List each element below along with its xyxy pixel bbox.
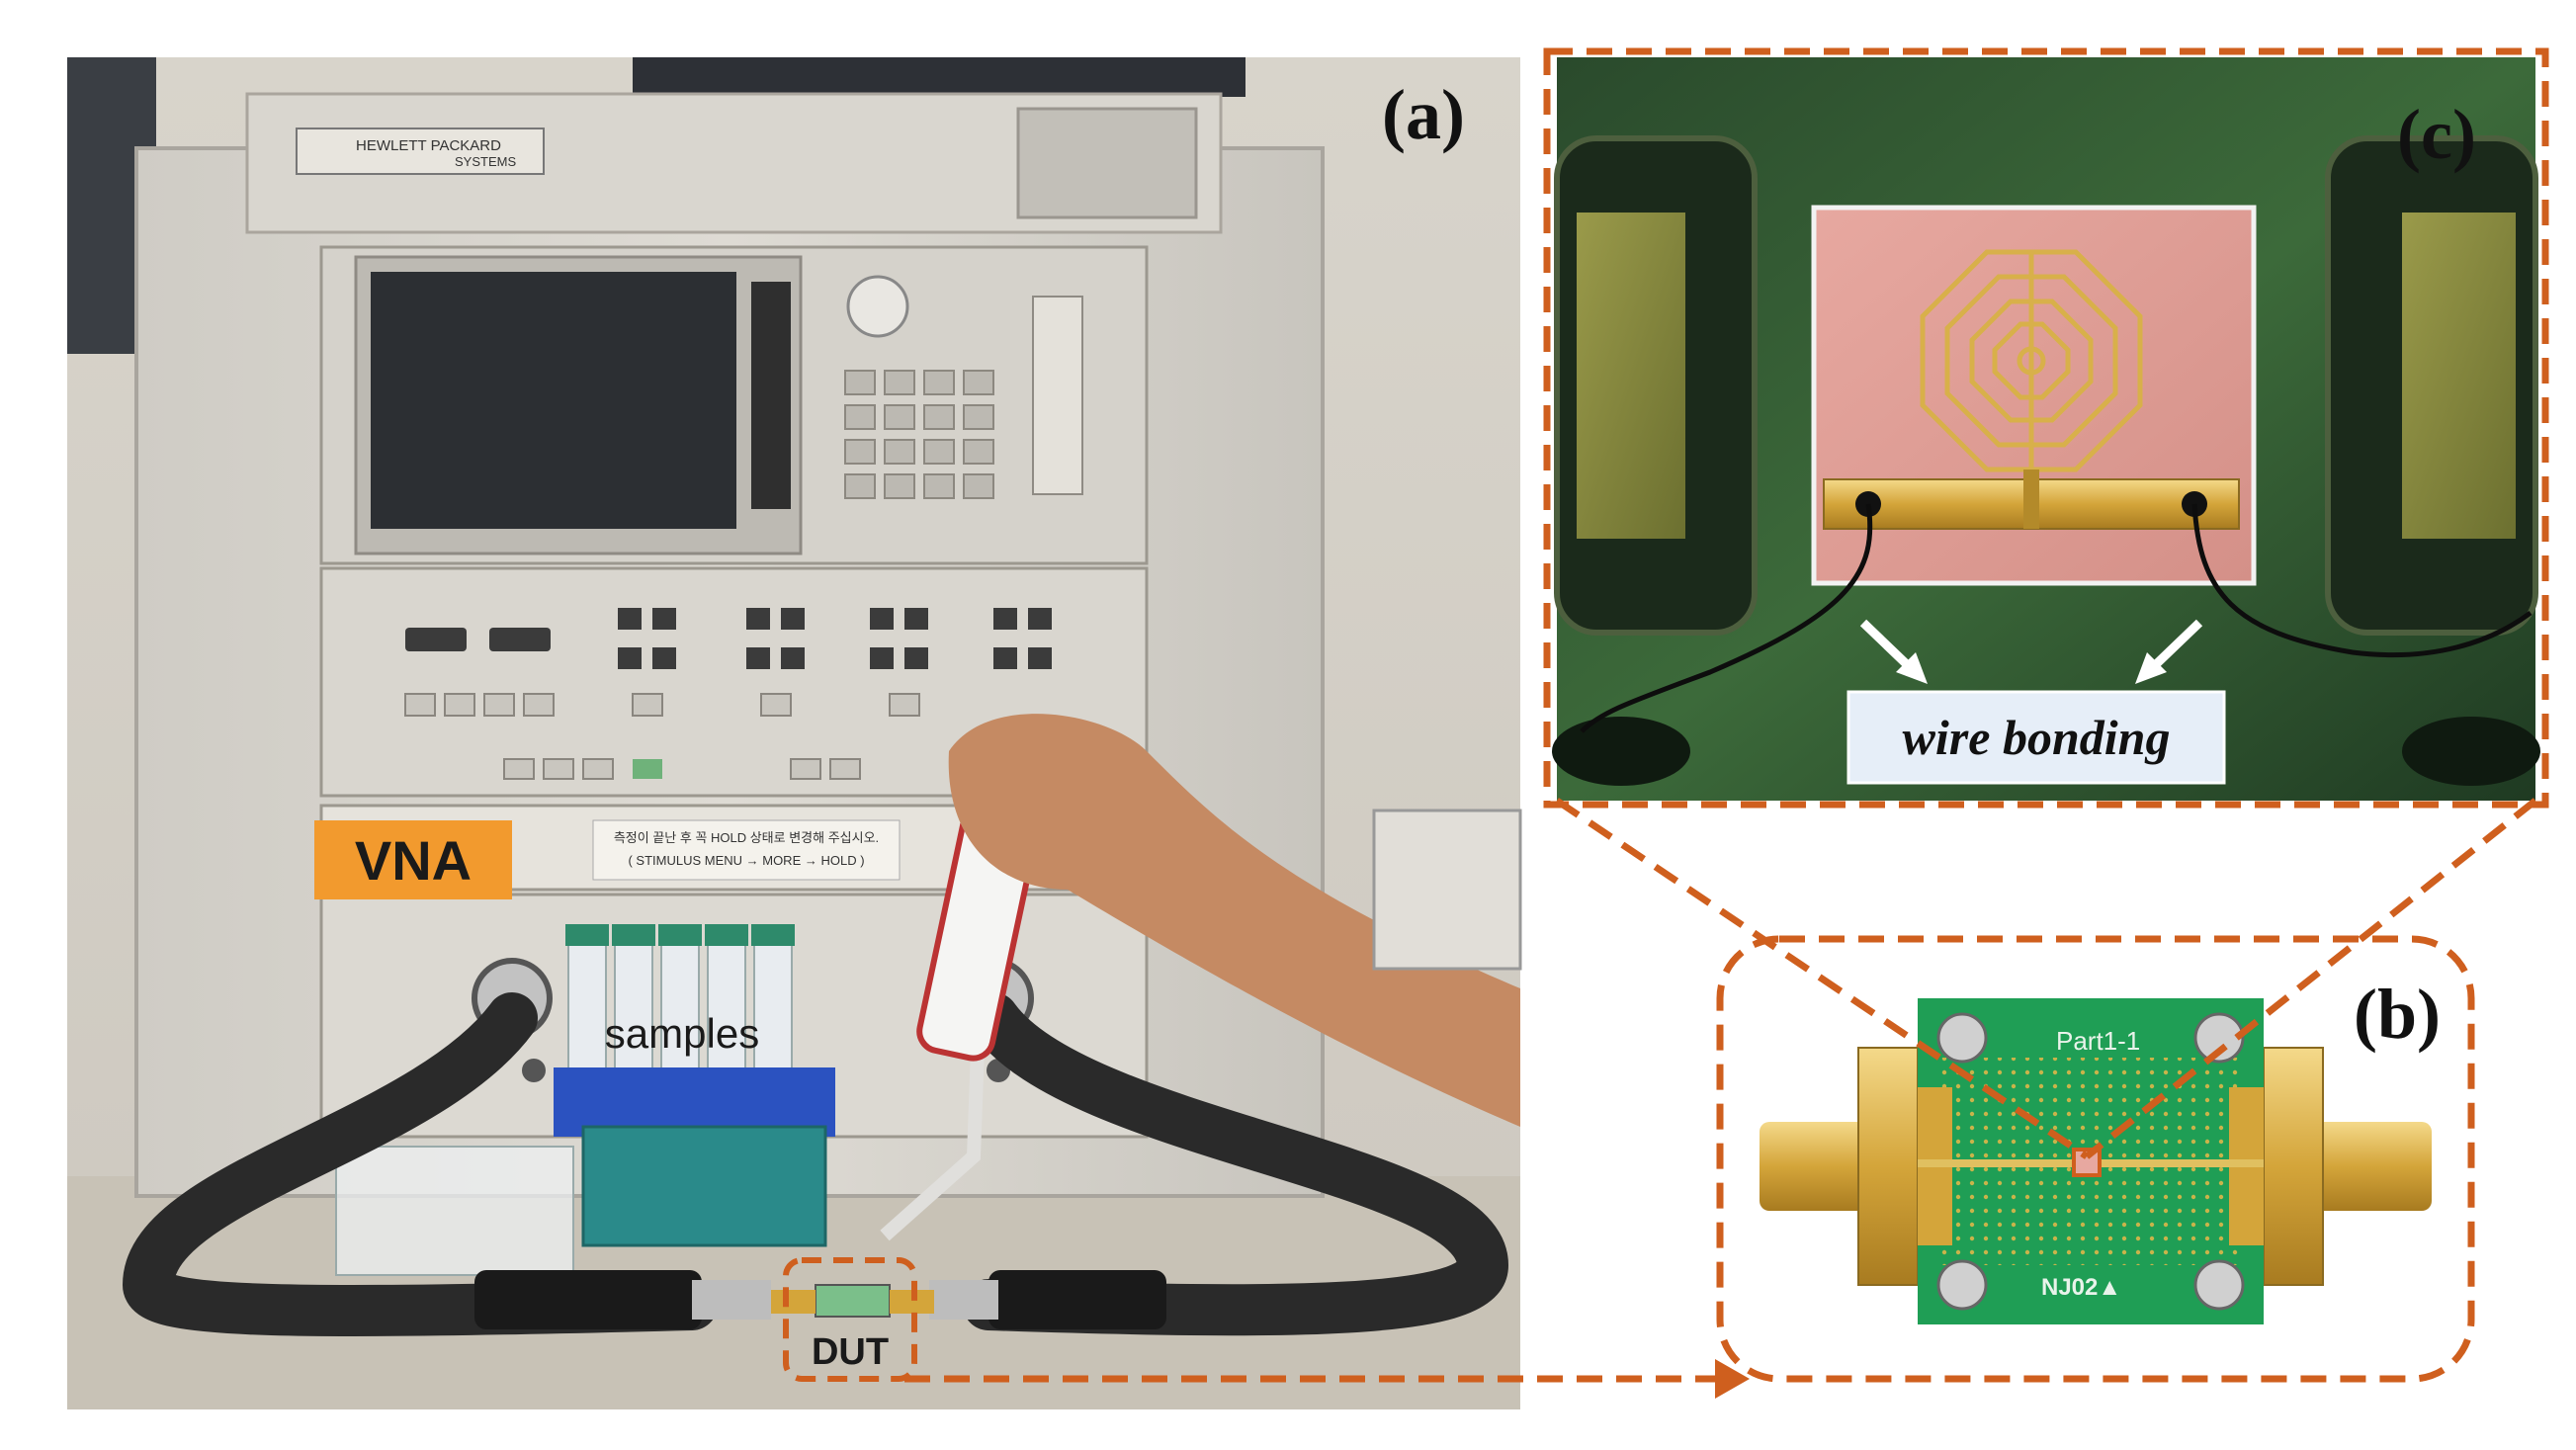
substrate-feature-left bbox=[1552, 717, 1690, 786]
hand bbox=[948, 714, 1520, 1127]
wire-bonding-label: wire bonding bbox=[1903, 710, 2171, 765]
pcb-screws bbox=[1936, 1012, 2245, 1311]
panel-b-label: (b) bbox=[2354, 975, 2441, 1054]
tube-rack bbox=[554, 1067, 835, 1137]
sma-right bbox=[2313, 1122, 2432, 1211]
sma-left bbox=[1760, 1122, 1878, 1211]
electrode-gap bbox=[2023, 469, 2039, 529]
pcb-label: Part1-1 bbox=[2056, 1026, 2140, 1056]
cable-right bbox=[963, 992, 1509, 1336]
right-bond-pad bbox=[2402, 213, 2516, 539]
dut-label: DUT bbox=[812, 1331, 889, 1373]
notice-line-2: ( STIMULUS MENU → MORE → HOLD ) bbox=[628, 853, 864, 868]
clear-container bbox=[335, 1146, 574, 1276]
panel-c-frame bbox=[1543, 47, 2549, 809]
bond-wire-left bbox=[1580, 503, 1873, 733]
green-led-button bbox=[633, 759, 662, 779]
sma-right-flange bbox=[2263, 1047, 2324, 1286]
panel-c-label: (c) bbox=[2397, 95, 2476, 174]
dut-sma-left bbox=[771, 1290, 816, 1314]
left-bond-pad bbox=[1577, 213, 1685, 539]
hp-logo-plate bbox=[296, 128, 545, 175]
connector-right bbox=[988, 1270, 1166, 1329]
connector-left bbox=[474, 1270, 702, 1329]
notice-sticker bbox=[592, 819, 901, 881]
bond-wire-right bbox=[2191, 503, 2533, 658]
rotary-knob bbox=[846, 275, 909, 338]
sample-tubes bbox=[565, 924, 795, 1083]
zoom-line-c-left bbox=[1555, 798, 2089, 1159]
spiral-electrode bbox=[1920, 249, 2143, 484]
hp-systems-text: SYSTEMS bbox=[455, 154, 516, 169]
tip-box bbox=[581, 1125, 827, 1247]
vna-label: VNA bbox=[355, 829, 472, 892]
floppy-drive bbox=[1032, 296, 1083, 495]
wire-bonding-label-box bbox=[1846, 690, 2226, 785]
control-buttons bbox=[405, 608, 1052, 669]
substrate-feature-right bbox=[2402, 717, 2540, 786]
zoom-connectors bbox=[904, 798, 2538, 1383]
hp-brand-text: HEWLETT PACKARD bbox=[356, 137, 501, 154]
dut-board bbox=[815, 1284, 891, 1318]
softkey-strip bbox=[751, 282, 791, 509]
panel-a-label: (a) bbox=[1382, 75, 1465, 154]
zoom-line-c-right bbox=[2084, 798, 2538, 1159]
control-buttons-light bbox=[404, 693, 920, 780]
notice-line-1: 측정이 끝난 후 꼭 HOLD 상태로 변경해 주십시오. bbox=[614, 830, 879, 845]
panel-b-frame bbox=[1716, 935, 2475, 1383]
display-screen bbox=[371, 272, 736, 529]
port-1-knob bbox=[522, 1059, 546, 1082]
wire-arrows bbox=[1859, 619, 2203, 684]
panel-c-micrograph: wire bonding (c) bbox=[1543, 47, 2549, 809]
rack-latch bbox=[1016, 107, 1198, 219]
panel-a-photo: HEWLETT PACKARD SYSTEMS bbox=[67, 57, 1522, 1409]
side-equipment bbox=[1372, 809, 1522, 971]
cable-left bbox=[122, 992, 718, 1336]
panel-b-pcb: Part1-1 NJ02▲ (b) bbox=[1716, 935, 2475, 1383]
vna-label-box bbox=[314, 820, 512, 899]
wall-board bbox=[633, 57, 1245, 97]
arrow-head bbox=[1715, 1359, 1750, 1399]
adapter-right bbox=[929, 1280, 998, 1320]
sma-left-flange bbox=[1857, 1047, 1919, 1286]
dut-highlight-box bbox=[783, 1257, 917, 1382]
keypad bbox=[844, 370, 994, 499]
samples-label: samples bbox=[605, 1010, 759, 1057]
pcb-label-2: NJ02▲ bbox=[2041, 1274, 2121, 1301]
pcb-sensor-chip bbox=[2072, 1148, 2102, 1177]
adapter-left bbox=[692, 1280, 771, 1320]
